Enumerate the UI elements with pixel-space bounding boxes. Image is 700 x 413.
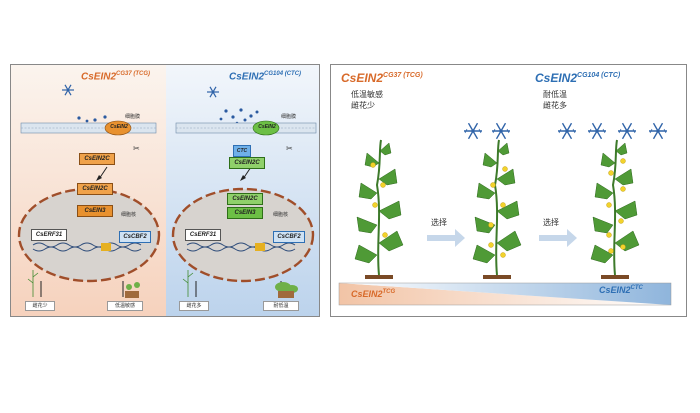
snowflake-icon (648, 122, 668, 140)
nucleus-label: 细胞核 (273, 212, 289, 218)
erf31-gene: CsERF31 (31, 229, 67, 241)
ein2c-box: CsEIN2C (229, 157, 265, 169)
tcg-allele-title: CsEIN2CG37 (TCG) (341, 71, 423, 85)
tcg-allele-title: CsEIN2CG37 (TCG) (81, 71, 151, 83)
ethylene-dots (77, 115, 107, 123)
selection-arrow (427, 229, 465, 247)
ein3-box: CsEIN3 (77, 205, 113, 217)
ctc-gradient-wedge (339, 283, 671, 305)
plant-icon (126, 282, 298, 293)
ctc-allele-title: CsEIN2CG104 (CTC) (535, 71, 621, 85)
svg-text:✂: ✂ (133, 144, 140, 153)
snowflake-icon (61, 84, 75, 96)
outcome-female-flowers: 雌花少 (25, 301, 55, 311)
snowflake-icon (587, 122, 607, 140)
ein2-protein (104, 120, 132, 136)
ein2-label: CsEIN2 (258, 124, 276, 130)
tcg-description: 低温敏感 雌花少 (351, 90, 383, 110)
ctc-allele-title: CsEIN2CG104 (CTC) (229, 71, 302, 83)
breeding-diagram (338, 122, 672, 306)
selection-arrow (539, 229, 577, 247)
nuclear-ein2c-box: CsEIN2C (227, 193, 263, 205)
mechanism-panel: ✂ ✂ (10, 64, 320, 317)
cbf2-gene: CsCBF2 (273, 231, 305, 243)
cell-membrane (20, 122, 317, 134)
plant-icon (27, 270, 194, 297)
erf31-gene: CsERF31 (185, 229, 221, 241)
nuclear-ein2c-box: CsEIN2C (77, 183, 113, 195)
ctc-description: 耐低温 雌花多 (543, 90, 567, 110)
snowflake-icon (491, 122, 511, 140)
pot-icon (125, 291, 139, 298)
ein2-label: CsEIN2 (110, 124, 128, 130)
selection-label: 选择 (431, 218, 447, 227)
ein3-box: CsEIN3 (227, 207, 263, 219)
snowflake-icon (206, 86, 220, 98)
ctc-bar-label: CsEIN2CTC (599, 285, 643, 295)
pot-icon (278, 291, 294, 298)
svg-text:✂: ✂ (286, 144, 293, 153)
selection-label: 选择 (543, 218, 559, 227)
membrane-label: 细胞膜 (125, 114, 141, 120)
snowflake-icon (463, 122, 483, 140)
snowflake-icon (557, 122, 577, 140)
dna-strand (32, 242, 296, 252)
membrane-label: 细胞膜 (281, 114, 297, 120)
outcome-female-flowers: 雌花多 (179, 301, 209, 311)
ein2c-box: CsEIN2C (79, 153, 115, 165)
cbf2-gene: CsCBF2 (119, 231, 151, 243)
mechanism-diagram: ✂ ✂ (17, 84, 317, 298)
outcome-cold-sensitivity: 低温敏感 (107, 301, 143, 311)
ethylene-dots (219, 108, 259, 125)
cucumber-plant-3 (590, 139, 640, 280)
promoter-box (255, 243, 265, 251)
breeding-panel: CsEIN2CG37 (TCG) 低温敏感 雌花少 CsEIN2CG104 (C… (330, 64, 687, 317)
nucleus (171, 187, 315, 283)
snowflake-icon (617, 122, 637, 140)
nucleus-label: 细胞核 (121, 212, 137, 218)
promoter-box (101, 243, 111, 251)
female-flowers (370, 158, 626, 258)
outcome-cold-tolerance: 耐低温 (263, 301, 299, 311)
ein2-protein (252, 120, 280, 136)
cucumber-plant-2 (472, 139, 522, 280)
cucumber-plant-1 (354, 139, 404, 280)
ctc-tag: CTC (233, 145, 251, 157)
tcg-bar-label: CsEIN2TCG (351, 289, 396, 299)
